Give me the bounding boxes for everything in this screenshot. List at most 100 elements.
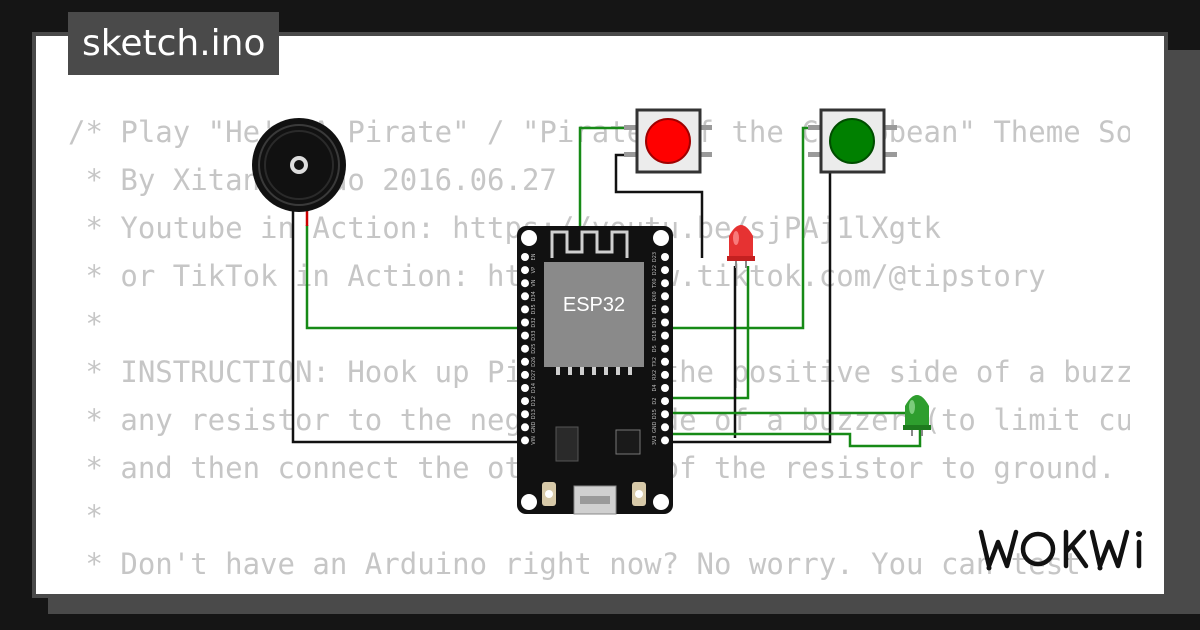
pin-d12[interactable] <box>521 397 529 406</box>
pin-tx0[interactable] <box>661 279 669 288</box>
pin-label: VP <box>531 267 537 273</box>
pin-rx2[interactable] <box>661 370 669 379</box>
pin-d23[interactable] <box>661 253 669 261</box>
castellation-pad <box>556 367 560 375</box>
pin-en[interactable] <box>521 253 529 261</box>
red-pushbutton[interactable] <box>624 108 712 174</box>
esp32-board[interactable]: ESP32 ENVPVND34D35D32D33D25D26D27D14D12D… <box>517 226 673 515</box>
pin-d14[interactable] <box>521 384 529 392</box>
pin-gnd[interactable] <box>521 423 529 432</box>
pin-label: D14 <box>531 383 537 393</box>
pin-label: TX0 <box>652 278 658 289</box>
green-pushbutton[interactable] <box>808 108 897 174</box>
pin-label: D34 <box>531 291 537 301</box>
pin-label: GND <box>531 421 537 433</box>
button-leg <box>624 125 638 130</box>
buzzer-hole-center <box>294 160 304 170</box>
pin-label: VIN <box>531 436 537 445</box>
code-line: * <box>68 499 103 533</box>
wifi-antenna <box>550 230 629 258</box>
wokwi-logo <box>978 529 1142 571</box>
button-leg <box>698 125 712 130</box>
buzzer-ring <box>264 130 334 200</box>
button-cap <box>645 118 691 164</box>
pin-d25[interactable] <box>521 344 529 353</box>
pin-d26[interactable] <box>521 357 529 366</box>
pin-label: D12 <box>531 396 537 406</box>
button-dot <box>635 490 643 498</box>
buzzer[interactable] <box>252 118 346 212</box>
pin-3v3[interactable] <box>661 436 669 445</box>
pin-label: D33 <box>531 330 537 340</box>
castellation-pad <box>580 367 584 375</box>
usb-chip <box>615 429 641 455</box>
file-tab[interactable]: sketch.ino <box>68 12 280 75</box>
castellation-pad <box>568 367 572 375</box>
pin-d22[interactable] <box>661 266 669 275</box>
button-leg <box>808 152 822 157</box>
pin-rx0[interactable] <box>661 292 669 301</box>
pin-d19[interactable] <box>661 318 669 327</box>
pin-label: D25 <box>531 344 537 354</box>
button-cap <box>829 118 875 164</box>
mounting-hole <box>653 230 669 246</box>
code-line: * Don't have an Arduino right now? No wo… <box>68 547 1081 581</box>
mounting-hole <box>521 230 537 246</box>
pin-vn[interactable] <box>521 279 529 288</box>
pin-d2[interactable] <box>661 397 669 406</box>
pin-d5[interactable] <box>661 344 669 353</box>
pin-d27[interactable] <box>521 370 529 379</box>
pin-d15[interactable] <box>661 410 669 419</box>
pin-gnd[interactable] <box>661 423 669 432</box>
button-leg <box>808 125 822 130</box>
button-leg <box>883 152 897 157</box>
castellation-pad <box>628 367 632 375</box>
led-highlight <box>733 231 739 245</box>
buzzer-ring <box>258 124 340 206</box>
pin-d18[interactable] <box>661 331 669 340</box>
pin-vp[interactable] <box>521 266 529 275</box>
pin-label: D5 <box>652 345 658 352</box>
button-leg <box>883 125 897 130</box>
wire-buzzer-ground <box>291 200 526 444</box>
pin-d35[interactable] <box>521 305 529 314</box>
pin-d21[interactable] <box>661 305 669 314</box>
wire-buzzer-signal <box>305 225 526 330</box>
button-dot <box>545 490 553 498</box>
pin-label: 3V3 <box>652 436 658 446</box>
pin-label: D35 <box>531 304 537 314</box>
pin-vin[interactable] <box>521 436 529 445</box>
pin-header-right: D23D22TX0RX0D21D19D18D5TX2RX2D4D2D15GND3… <box>652 252 669 445</box>
pin-label: D32 <box>531 317 537 327</box>
esp32-label: ESP32 <box>563 294 625 316</box>
pin-label: EN <box>531 253 537 260</box>
esp32-module <box>544 262 644 367</box>
castellation-pad <box>616 367 620 375</box>
green-led[interactable] <box>903 395 931 436</box>
pin-label: D23 <box>652 252 658 262</box>
pin-label: D2 <box>652 398 658 405</box>
pin-label: RX2 <box>652 370 658 380</box>
code-line: * <box>68 307 103 341</box>
red-led[interactable] <box>727 225 755 268</box>
pin-label: D13 <box>531 409 537 419</box>
pin-tx2[interactable] <box>661 357 669 366</box>
mounting-hole <box>521 494 537 510</box>
wire-red-button-ground <box>614 153 704 258</box>
pin-label: D27 <box>531 370 537 380</box>
pin-label: VN <box>531 279 537 286</box>
pin-d33[interactable] <box>521 331 529 340</box>
castellation-pad <box>592 367 596 375</box>
wire-red-led-signal <box>664 266 750 400</box>
pin-d4[interactable] <box>661 384 669 392</box>
pin-label: GND <box>652 421 658 433</box>
pin-d32[interactable] <box>521 318 529 327</box>
pin-label: D21 <box>652 304 658 314</box>
pin-label: RX0 <box>652 291 658 301</box>
pin-d34[interactable] <box>521 292 529 301</box>
pin-d13[interactable] <box>521 410 529 419</box>
voltage-regulator <box>555 426 579 462</box>
castellation-pad <box>604 367 608 375</box>
pin-label: D26 <box>531 357 537 367</box>
